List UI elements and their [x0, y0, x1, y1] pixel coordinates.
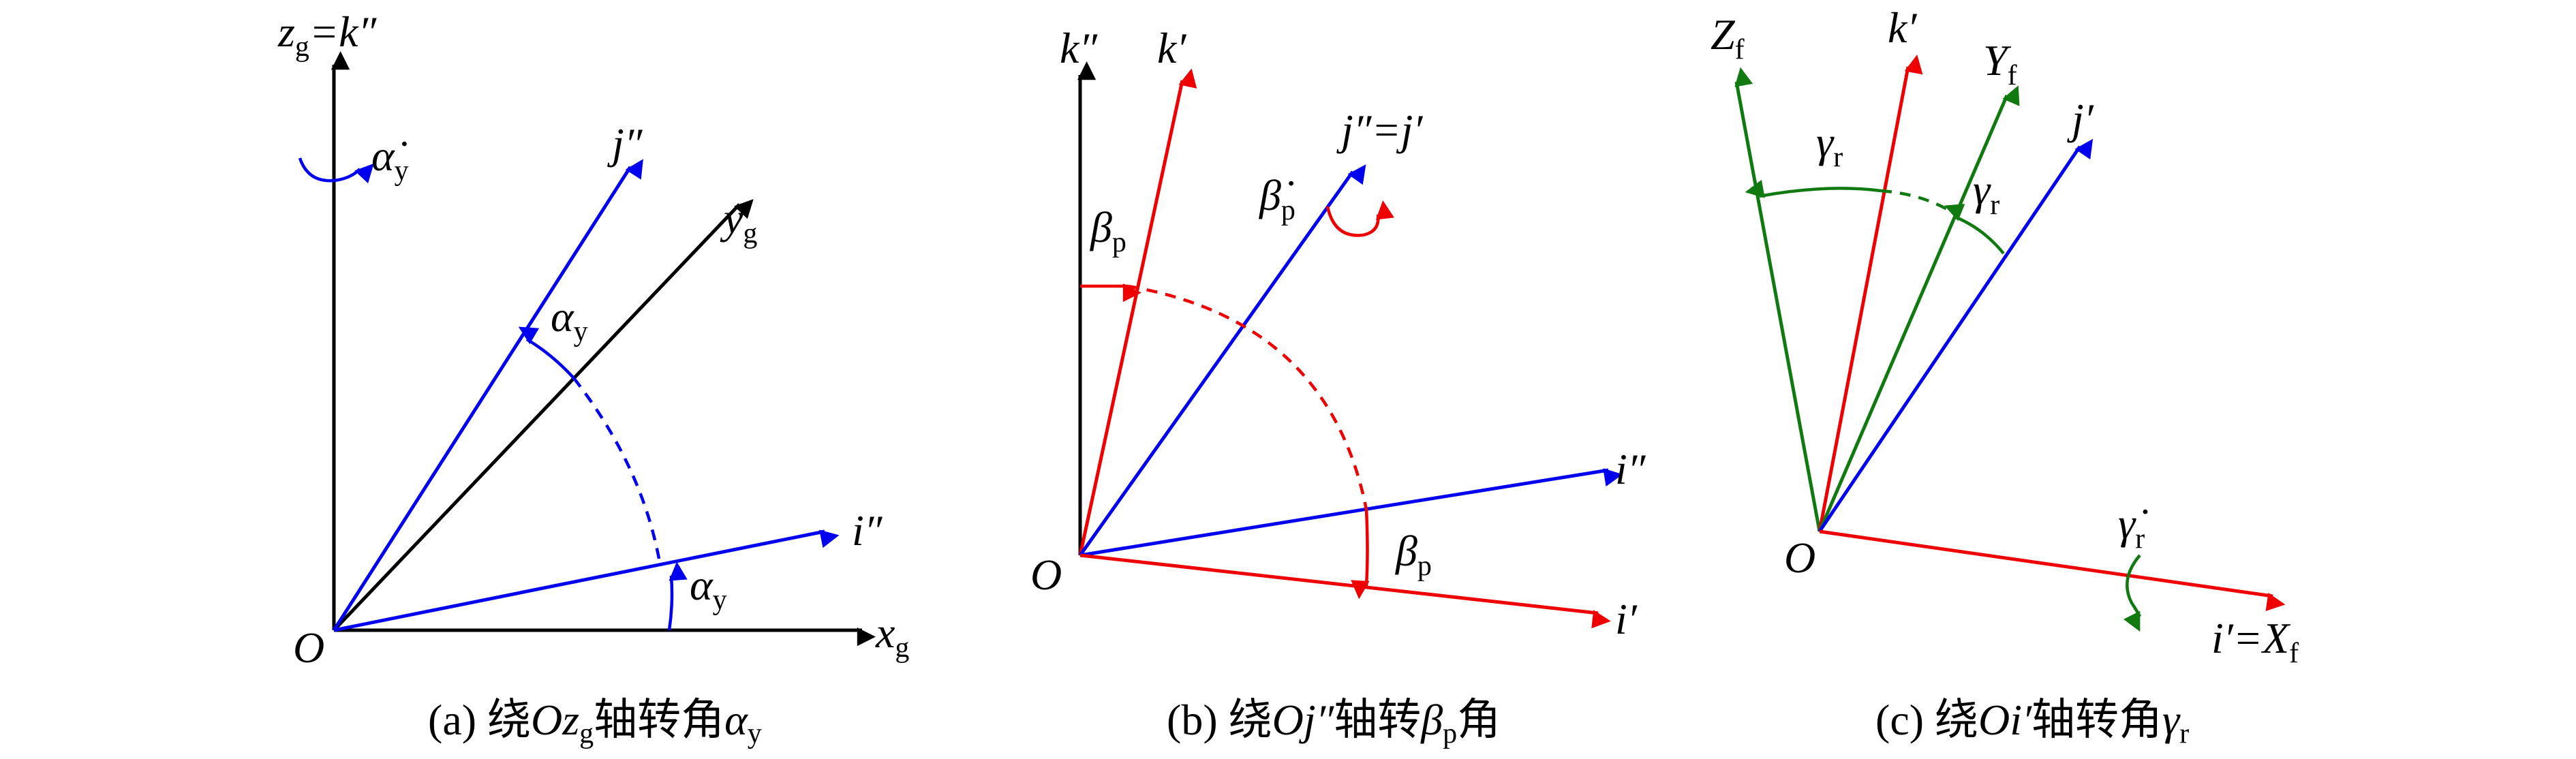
- label-alpha-2: αy: [690, 561, 727, 616]
- axis-Zf: [1734, 67, 1822, 532]
- label-alpha-dot: α̇y: [371, 131, 409, 187]
- label-gamma-2: γr: [1973, 166, 1999, 221]
- label-i2: i″: [852, 506, 883, 555]
- gamma-arc-upper: [1745, 179, 1882, 198]
- axis-j1: [1818, 138, 2094, 533]
- label-k2: k″: [1060, 24, 1098, 72]
- label-k1: k′: [1157, 24, 1186, 72]
- label-Yf: Yf: [1983, 36, 2017, 91]
- axis-i1: [1079, 553, 1611, 629]
- alpha-arc-upper: [518, 326, 575, 380]
- panel-c: Zf k′ Yf j′ i′=Xf O γr γr γ̇r (c) 绕Oi′轴转…: [1711, 3, 2299, 749]
- label-origin-a: O: [293, 623, 324, 672]
- label-origin-b: O: [1030, 551, 1062, 599]
- gamma-arc-lower: [1944, 204, 2005, 255]
- label-origin-c: O: [1784, 533, 1815, 582]
- axis-k1: [1818, 55, 1923, 532]
- axis-j2: [332, 159, 643, 632]
- caption-a: (a) 绕Ozg轴转角αy: [428, 696, 762, 749]
- label-zg: zg=k″: [277, 7, 378, 63]
- label-gamma-dot: γ̇r: [2118, 499, 2148, 555]
- label-i1-Xf: i′=Xf: [2211, 614, 2299, 669]
- label-i2: i″: [1615, 445, 1646, 493]
- axis-i2: [1079, 468, 1623, 557]
- label-beta-dot: β̇p: [1258, 171, 1295, 226]
- beta-arc-lower: [1351, 509, 1370, 600]
- label-j2-j1: j″=j′: [1336, 106, 1423, 154]
- label-beta-2: βp: [1394, 527, 1432, 582]
- beta-dot-rotation-arrow: [1325, 200, 1394, 237]
- alpha-arc-lower: [667, 561, 688, 631]
- panel-a: zg=k″ yg xg j″ i″ O α̇y αy αy (a) 绕Ozg轴转…: [277, 7, 909, 749]
- axis-i2: [333, 529, 840, 632]
- label-i1: i′: [1615, 595, 1638, 643]
- caption-c: (c) 绕Oi′轴转角γr: [1875, 696, 2189, 749]
- panel-b: k″ k′ j″=j′ i″ i′ O β̇p βp βp (b) 绕Oj″轴转…: [1030, 24, 1646, 749]
- axis-k1: [1078, 68, 1197, 556]
- caption-b: (b) 绕Oj″轴转βp角: [1167, 696, 1501, 749]
- label-yg: yg: [720, 194, 757, 249]
- axis-i1-Xf: [1819, 529, 2286, 611]
- label-j2: j″: [607, 119, 643, 168]
- alpha-dashed-arc: [572, 377, 661, 559]
- label-beta-1: βp: [1089, 203, 1126, 258]
- alpha-dot-rotation-arrow: [298, 157, 374, 184]
- label-j1: j′: [2067, 95, 2094, 143]
- axis-Yf: [1818, 85, 2020, 532]
- label-k1: k′: [1888, 3, 1917, 52]
- axis-yg: [333, 199, 754, 632]
- gamma-dashed-arc: [1880, 189, 1957, 216]
- label-xg: xg: [875, 608, 909, 664]
- gamma-dot-rotation-arrow: [2123, 554, 2142, 632]
- label-Zf: Zf: [1711, 10, 1745, 65]
- axis-j2-j1: [1078, 164, 1366, 557]
- beta-dashed-arc: [1127, 284, 1368, 510]
- label-alpha-1: αy: [551, 292, 588, 347]
- label-gamma-1: γr: [1816, 118, 1843, 173]
